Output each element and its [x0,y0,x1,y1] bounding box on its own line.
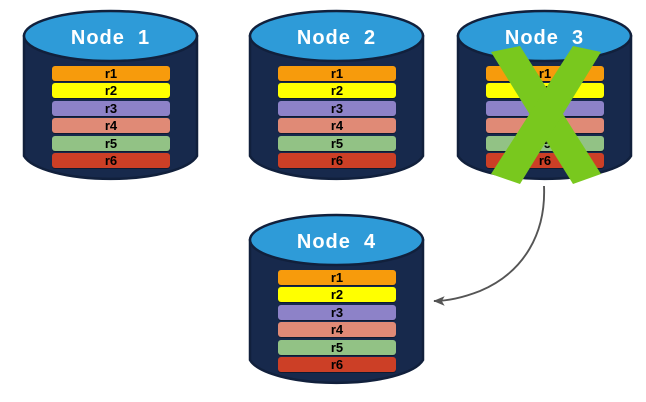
node-2-rows: r1 r2 r3 r4 r5 r6 [278,66,396,168]
cylinder-top [248,9,425,63]
node-4[interactable]: Node 4 r1 r2 r3 r4 r5 r6 [248,212,425,388]
row-r5[interactable]: r5 [486,135,604,151]
node-3-rows: r1 r2 r3 r4 r5 r6 [486,66,604,168]
row-r2[interactable]: r2 [486,83,604,99]
node-1[interactable]: Node 1 r1 r2 r3 r4 r5 r6 [22,8,199,184]
row-r6[interactable]: r6 [52,152,170,168]
node-1-rows: r1 r2 r3 r4 r5 r6 [52,66,170,168]
row-r3[interactable]: r3 [278,100,396,116]
row-r6[interactable]: r6 [278,152,396,168]
row-r5[interactable]: r5 [52,135,170,151]
row-r2[interactable]: r2 [52,83,170,99]
row-r3[interactable]: r3 [486,100,604,116]
node-2[interactable]: Node 2 r1 r2 r3 r4 r5 r6 [248,8,425,184]
row-r1[interactable]: r1 [486,66,604,81]
row-r3[interactable]: r3 [278,304,396,320]
row-r5[interactable]: r5 [278,339,396,355]
row-r3[interactable]: r3 [52,100,170,116]
cylinder-top [22,9,199,63]
row-r4[interactable]: r4 [278,118,396,134]
row-r4[interactable]: r4 [278,322,396,338]
row-r2[interactable]: r2 [278,83,396,99]
row-r6[interactable]: r6 [278,356,396,372]
cylinder-top [248,213,425,267]
row-r1[interactable]: r1 [278,66,396,81]
row-r1[interactable]: r1 [52,66,170,81]
node-4-rows: r1 r2 r3 r4 r5 r6 [278,270,396,372]
row-r4[interactable]: r4 [52,118,170,134]
cylinder-top [456,9,633,63]
row-r5[interactable]: r5 [278,135,396,151]
row-r6[interactable]: r6 [486,152,604,168]
row-r4[interactable]: r4 [486,118,604,134]
row-r1[interactable]: r1 [278,270,396,285]
arrow-path [433,185,545,306]
node-3[interactable]: Node 3 r1 r2 r3 r4 r5 r6 [456,8,633,184]
row-r2[interactable]: r2 [278,287,396,303]
